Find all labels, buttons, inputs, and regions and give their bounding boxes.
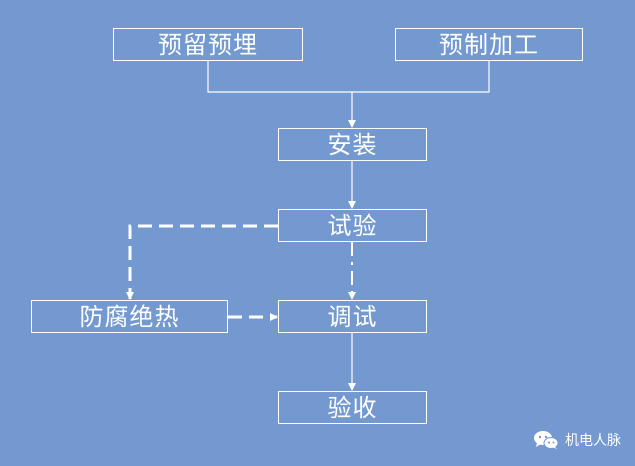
watermark-text: 机电人脉 [565,433,621,449]
node-install: 安装 [278,128,427,161]
node-commissioning-label: 调试 [327,302,378,331]
watermark: 机电人脉 [533,430,621,450]
connector-prefab-embed [207,61,352,93]
node-anticorrosion-label: 防腐绝热 [79,302,180,331]
wechat-icon [534,431,559,449]
node-acceptance-label: 验收 [327,393,378,422]
node-test-label: 试验 [327,211,378,240]
arrow-test-to-anticorrosion [126,224,278,300]
connector-prefab-processing [352,61,490,93]
node-install-label: 安装 [327,130,378,159]
node-prefab-embed-label: 预留预埋 [158,30,258,59]
node-prefab-processing-label: 预制加工 [439,30,539,59]
node-acceptance: 验收 [278,391,427,424]
node-test: 试验 [278,209,427,242]
node-prefab-processing: 预制加工 [395,28,583,61]
node-commissioning: 调试 [278,300,427,333]
node-anticorrosion: 防腐绝热 [31,300,228,333]
node-prefab-embed: 预留预埋 [113,28,303,61]
